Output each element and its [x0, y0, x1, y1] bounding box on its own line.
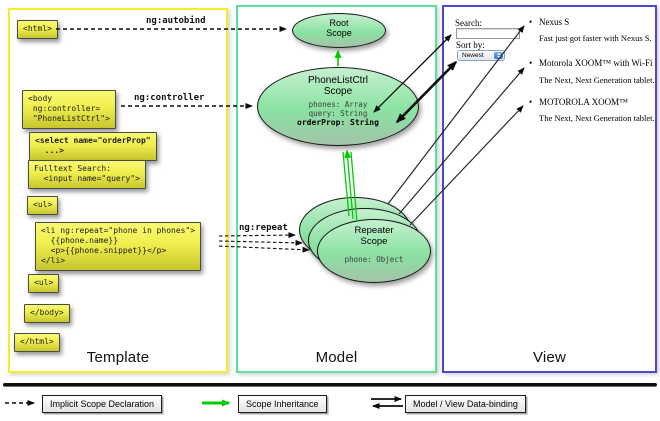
view-panel-title: View	[532, 349, 567, 366]
template-panel-title: Template	[86, 349, 150, 366]
legend-implicit-scope-declaration: Implicit Scope Declaration	[42, 395, 163, 413]
code-box-html-close: </html>	[14, 333, 60, 352]
template-panel: <html> <body ng:controller= "PhoneListCt…	[8, 8, 228, 373]
legend-model-view-data-binding: Model / View Data-binding	[405, 395, 526, 413]
phone-item-desc: Fast just got faster with Nexus S.	[539, 33, 652, 43]
code-box-body-close: </body>	[24, 304, 70, 323]
phone-item-desc: The Next, Next Generation tablet.	[539, 75, 655, 85]
code-box-html-open: <html>	[17, 20, 58, 39]
sort-by-label: Sort by:	[456, 40, 485, 50]
ng-repeat-label: ng:repeat	[239, 223, 288, 233]
view-panel: Search: Sort by: Newest • Nexus S Fast j…	[442, 5, 657, 373]
code-box-ul-open: <ul>	[27, 196, 59, 215]
list-bullet-icon: •	[529, 97, 533, 107]
model-panel-title: Model	[315, 349, 358, 366]
repeater-scope-title: Repeater Scope	[354, 225, 394, 247]
list-bullet-icon: •	[529, 17, 533, 27]
sort-select[interactable]: Newest	[457, 50, 505, 61]
code-box-body-open: <body ng:controller= "PhoneListCtrl">	[22, 90, 116, 129]
search-input[interactable]	[456, 28, 520, 39]
phonelistctrl-scope-props: phones: Array query: String	[308, 100, 368, 118]
repeater-scope-prop: phone: Object	[344, 255, 404, 264]
ng-autobind-label: ng:autobind	[146, 16, 206, 26]
root-scope-ellipse: Root Scope	[292, 13, 386, 48]
phone-item-name: Motorola XOOM™ with Wi-Fi	[539, 58, 653, 68]
phonelistctrl-scope-ellipse: PhoneListCtrl Scope phones: Array query:…	[257, 67, 419, 146]
sort-select-value: Newest	[462, 52, 484, 59]
list-bullet-icon: •	[529, 58, 533, 68]
search-label: Search:	[455, 18, 482, 28]
phonelistctrl-scope-title: PhoneListCtrl Scope	[307, 75, 369, 97]
select-stepper-icon	[494, 52, 503, 59]
ng-controller-label: ng:controller	[134, 93, 205, 103]
legend-divider-line	[3, 383, 657, 387]
code-box-select: <select name="orderProp" ...>	[29, 132, 157, 161]
code-box-fulltext-search: Fulltext Search: <input name="query">	[28, 160, 146, 189]
code-box-ul-close: <ul>	[28, 274, 60, 293]
code-box-li-repeat: <li ng:repeat="phone in phones"> {{phone…	[35, 222, 202, 271]
phonelistctrl-scope-orderprop: orderProp: String	[297, 118, 379, 127]
root-scope-title: Root Scope	[326, 18, 352, 38]
phone-item-name: Nexus S	[539, 17, 570, 27]
model-panel: Model	[236, 5, 437, 373]
phone-item-name: MOTOROLA XOOM™	[539, 97, 628, 107]
legend-scope-inheritance: Scope Inheritance	[238, 395, 327, 413]
phone-item-desc: The Next, Next Generation tablet.	[539, 113, 655, 123]
repeater-scope-ellipse-front: Repeater Scope phone: Object	[317, 219, 431, 283]
